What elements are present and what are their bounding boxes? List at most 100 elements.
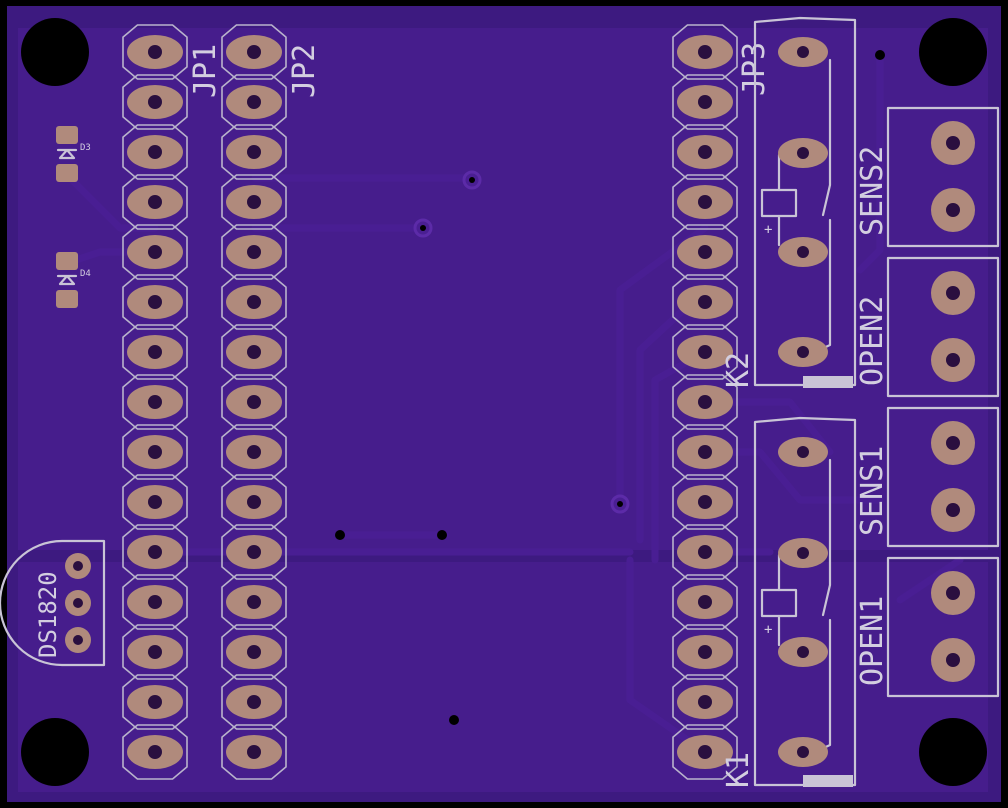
jp2-pin-outline [221, 124, 287, 180]
jp3-pin-hole [698, 595, 712, 609]
terminal-sens2: SENS2 [855, 106, 1000, 248]
jp2-pin-outline [221, 24, 287, 80]
jp2-pin-hole [247, 45, 261, 59]
jp2-pin-hole [247, 695, 261, 709]
jp2-pin-hole [247, 395, 261, 409]
k1-label: K1 [721, 752, 756, 788]
jp2-pin-hole [247, 595, 261, 609]
jp3-pin-outline [672, 224, 738, 280]
jp1-pin-outline [122, 524, 188, 580]
jp2-pin-outline [221, 574, 287, 630]
jp2-pin-hole [247, 345, 261, 359]
jp1-pin-hole [148, 95, 162, 109]
jp1-pin-hole [148, 545, 162, 559]
jp2-pin-outline [221, 174, 287, 230]
jp3-pin-outline [672, 574, 738, 630]
jp2-pin-outline [221, 424, 287, 480]
mounting-hole-bottom-left [21, 718, 89, 786]
relay-k2: + K2 [721, 16, 857, 388]
jp1-pin-hole [148, 245, 162, 259]
jp3-pin-outline [672, 24, 738, 80]
mounting-hole-bottom-right [919, 718, 987, 786]
open1-label: OPEN1 [855, 596, 890, 686]
jp3-pin-hole [698, 245, 712, 259]
vias [335, 50, 885, 725]
terminal-open2: OPEN2 [855, 256, 1000, 398]
led-d4: D4 [56, 252, 91, 308]
jp1-pin-outline [122, 74, 188, 130]
jp1-pin-outline [122, 474, 188, 530]
jp3-pin-outline [672, 624, 738, 680]
jp2-pin-outline [221, 274, 287, 330]
jp2-pin-outline [221, 524, 287, 580]
d3-label: D3 [80, 143, 91, 153]
jp3-pin-hole [698, 145, 712, 159]
jp3-pin-outline [672, 674, 738, 730]
jp2-header [221, 24, 287, 780]
jp2-pin-hole [247, 95, 261, 109]
jp1-pin-outline [122, 574, 188, 630]
jp1-pin-hole [148, 145, 162, 159]
jp3-pin-outline [672, 324, 738, 380]
jp3-pin-hole [698, 395, 712, 409]
d4-label: D4 [80, 269, 91, 279]
jp2-pin-hole [247, 195, 261, 209]
copper-pour-top [18, 28, 988, 550]
jp2-pin-outline [221, 474, 287, 530]
jp1-label: JP1 [188, 44, 223, 98]
k2-label: K2 [721, 352, 756, 388]
jp3-pin-outline [672, 124, 738, 180]
jp3-pin-outline [672, 74, 738, 130]
ds1820-label: DS1820 [34, 571, 62, 658]
terminal-sens1: SENS1 [855, 406, 1000, 548]
jp1-pin-hole [148, 445, 162, 459]
jp1-header [122, 24, 188, 780]
jp2-pin-outline [221, 624, 287, 680]
jp2-pin-hole [247, 745, 261, 759]
jp3-pin-hole [698, 695, 712, 709]
jp1-pin-hole [148, 495, 162, 509]
open2-label: OPEN2 [855, 296, 890, 386]
sens1-label: SENS1 [855, 446, 890, 536]
jp3-pin-hole [698, 495, 712, 509]
jp1-pin-outline [122, 24, 188, 80]
jp3-pin-hole [698, 545, 712, 559]
ds1820-sensor: DS1820 [0, 539, 106, 667]
relay-k1: + K1 [721, 416, 857, 788]
jp3-pin-outline [672, 374, 738, 430]
led-d3: D3 [56, 126, 91, 182]
jp3-pin-hole [698, 745, 712, 759]
jp3-header [672, 24, 738, 780]
terminal-open1: OPEN1 [855, 556, 1000, 698]
jp3-pin-outline [672, 424, 738, 480]
jp1-pin-hole [148, 295, 162, 309]
jp3-pin-outline [672, 524, 738, 580]
mounting-holes [21, 18, 987, 786]
jp2-pin-outline [221, 374, 287, 430]
jp1-pin-hole [148, 595, 162, 609]
jp1-pin-outline [122, 174, 188, 230]
jp2-pin-outline [221, 74, 287, 130]
jp2-pin-hole [247, 245, 261, 259]
jp2-label: JP2 [287, 44, 322, 98]
jp3-pin-outline [672, 474, 738, 530]
jp3-pin-hole [698, 295, 712, 309]
mounting-hole-top-right [919, 18, 987, 86]
jp1-pin-outline [122, 724, 188, 780]
jp1-pin-hole [148, 195, 162, 209]
jp3-pin-outline [672, 724, 738, 780]
jp1-pin-outline [122, 324, 188, 380]
jp3-pin-hole [698, 195, 712, 209]
jp2-pin-hole [247, 145, 261, 159]
jp3-pin-outline [672, 274, 738, 330]
jp2-pin-hole [247, 295, 261, 309]
jp3-pin-hole [698, 345, 712, 359]
jp1-pin-outline [122, 424, 188, 480]
jp1-pin-outline [122, 624, 188, 680]
sens2-label: SENS2 [855, 146, 890, 236]
jp2-pin-hole [247, 645, 261, 659]
jp1-pin-hole [148, 395, 162, 409]
jp1-pin-outline [122, 124, 188, 180]
jp1-pin-outline [122, 224, 188, 280]
